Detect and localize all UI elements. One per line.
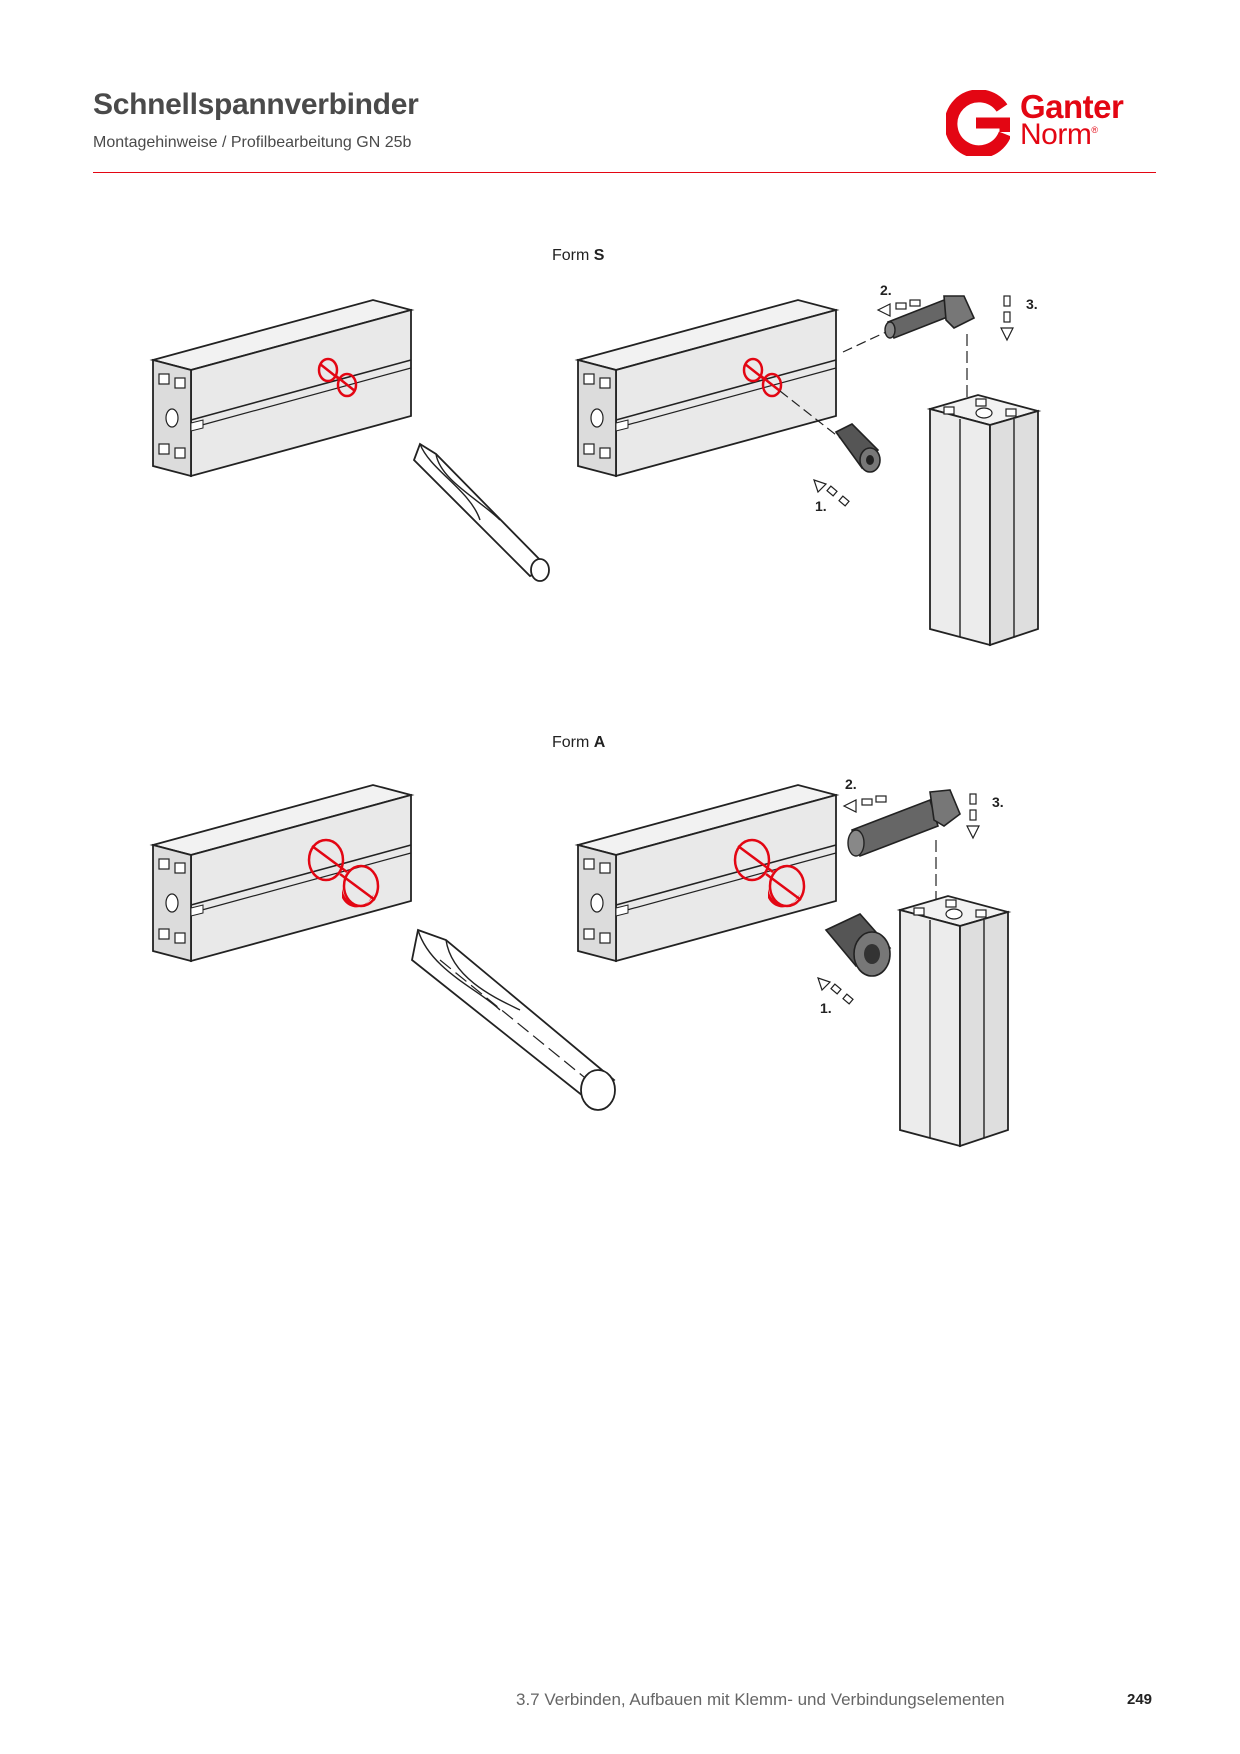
form-a-step-2: 2. [845,776,857,792]
form-a-profile-drilled [152,784,412,962]
footer-chapter: 3.7 Verbinden, Aufbauen mit Klemm- und V… [516,1690,1005,1709]
form-a-arrows [817,793,980,1005]
form-a-label: Form A [552,734,606,751]
form-a-sleeve [824,913,892,977]
form-s-profile-drilled [152,299,412,477]
form-s-bolt [884,295,976,340]
ganter-norm-logo: Ganter Norm® [946,88,1158,158]
logo-registered-mark: ® [1091,125,1098,135]
page-header: Schnellspannverbinder Montagehinweise / … [93,88,1155,172]
form-a-assembly-hole [733,838,806,908]
form-a-profile-assembly [577,784,837,962]
form-s-step-2: 2. [880,282,892,298]
header-rule [93,172,1156,173]
form-s-arrows [813,295,1014,507]
form-a-drill-bit [411,928,616,1111]
form-s-vertical-profile [929,394,1039,646]
logo-norm: Norm® [1020,118,1098,152]
page-title: Schnellspannverbinder [93,88,419,121]
form-s-drill-hole [317,357,358,398]
form-s-drill-bit [412,442,550,582]
form-a-vertical-profile [899,895,1009,1147]
logo-norm-text: Norm [1020,118,1092,151]
form-s-sleeve [834,423,881,473]
form-s-label: Form S [552,247,605,264]
form-s-step-1: 1. [815,498,827,514]
form-s-profile-assembly [577,299,837,477]
form-s-step-3: 3. [1026,296,1038,312]
page-number: 249 [1127,1691,1153,1708]
logo-name: Ganter [1020,88,1124,125]
form-a-drill-hole [307,838,380,908]
page-subtitle: Montagehinweise / Profilbearbeitung GN 2… [93,134,412,151]
form-a-bolt [847,789,961,858]
form-a-step-3: 3. [992,794,1004,810]
ganter-g-icon [946,90,1010,156]
form-a-step-1: 1. [820,1000,832,1016]
form-s-assembly-hole [742,357,783,398]
